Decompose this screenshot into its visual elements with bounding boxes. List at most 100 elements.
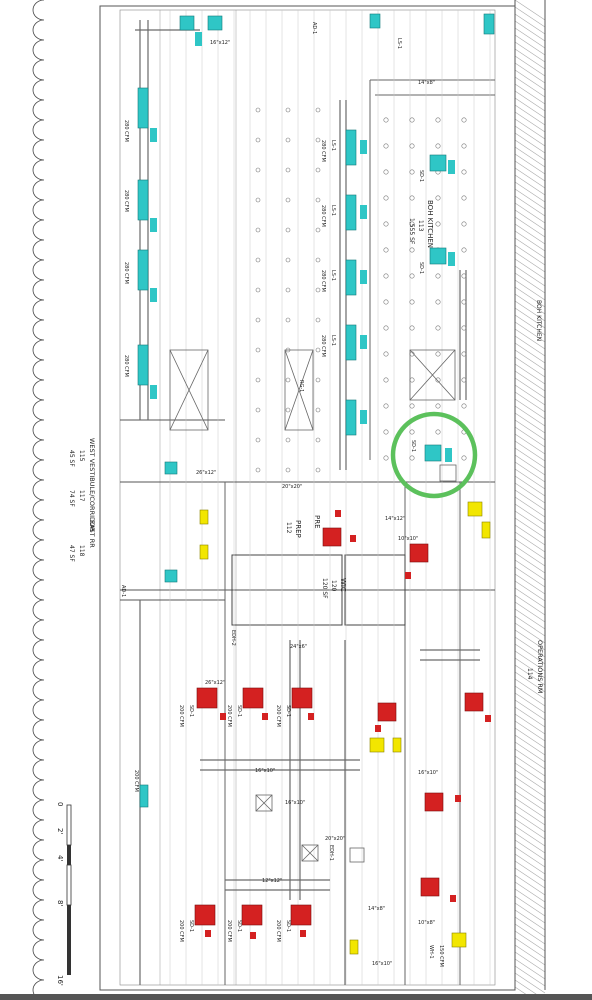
callout-ad1: AD-1 [311,22,317,34]
scale-label-0: 0 [56,802,64,806]
red-diffuser [196,687,218,709]
tag-sd1: SD-1 [236,705,242,717]
duct-size: 24"x6" [290,644,307,650]
scale-label-16: 16' [56,975,64,986]
tag-cfm: 280 CFM [123,355,129,377]
cyan-diffuser [179,15,195,31]
tag-cfm-200: 200 CFM [226,705,232,727]
tag-cfm-200: 200 CFM [226,920,232,942]
room-area-east-rr: 47 SF [68,545,75,562]
red-diffuser [194,904,216,926]
callout-ls1: LS-1 [396,38,402,49]
red-diffuser [290,904,312,926]
red-diffusers [194,527,484,926]
room-area-wic: 120 SF [321,578,328,599]
cyan-diffusers [137,13,495,808]
scale-label-4: 4' [56,855,64,861]
tag-cfm-200: 200 CFM [133,770,139,792]
tag-cfm: 280 CFM [320,335,326,357]
room-name-prep: PREP [294,520,302,538]
cyan-tags [150,32,455,462]
tag-cfm: 280 CFM [320,270,326,292]
duct-size: 14"x8" [368,906,385,912]
callout-wh: WH-1 [428,945,434,959]
room-name-operations: OPERATIONS RM [536,640,544,694]
tag-cfm-200: 200 CFM [178,920,184,942]
cyan-linear-diffuser [137,249,149,291]
cyan-square-diffuser [164,461,178,475]
duct-size: 12"x12" [262,878,282,884]
tag-ls1: LS-1 [330,270,336,281]
duct-size: 10"x8" [418,920,435,926]
red-tags [205,510,491,939]
yellow-tag [199,509,209,525]
room-number-east-rr: 118 [78,545,85,557]
cyan-square-diffuser [429,247,447,265]
red-diffuser [242,687,264,709]
yellow-tag [481,521,491,539]
tag-sd1: SD-1 [418,262,424,274]
tag-sd1: SD-1 [410,440,416,452]
room-area-corridor: 74 SF [68,490,75,507]
duct-size: 10"x10" [398,536,418,542]
red-diffuser [409,543,429,563]
yellow-exhaust [199,501,491,955]
room-name-pre: PRE [313,515,321,529]
building-outline [99,5,516,991]
yellow-exhaust-grille [369,737,385,753]
cyan-linear-diffuser [345,399,357,436]
room-area-vestibule: 45 SF [68,450,75,467]
tag-ls1: LS-1 [330,205,336,216]
room-name-wic: WIC [339,578,347,592]
highlight-circle [390,411,478,499]
tag-cfm: 280 CFM [320,205,326,227]
cyan-linear-diffuser [137,87,149,129]
tag-cfm: 280 CFM [123,190,129,212]
bottom-edge [0,994,592,1000]
tag-sd1: SD-1 [418,170,424,182]
red-diffuser [291,687,313,709]
cyan-diffuser [369,13,381,29]
tag-cfm: 280 CFM [123,262,129,284]
cyan-linear-diffuser [137,344,149,386]
yellow-tag [392,737,402,753]
tag-rg1: RG-1 [298,380,304,392]
duct-size: 20"x20" [282,484,302,490]
equipment-boxes [169,349,457,863]
cyan-linear-diffuser [345,194,357,231]
room-name-east-rr: EAST RR [88,520,96,548]
duct-size: 16"x10" [418,770,438,776]
red-diffuser [377,702,397,722]
room-number-prep: 112 [285,522,292,534]
cyan-linear-diffuser [139,784,149,808]
yellow-tag [199,544,209,560]
room-name-boh-kitchen-side: BOH KITCHEN [535,300,542,341]
exterior-wall-hatch [514,0,546,1000]
tag-sd1: SD-1 [236,920,242,932]
callout-ad1: AD-1 [120,585,126,597]
tag-sd1: SD-1 [285,705,291,717]
callout-edh2: EDH-2 [230,630,236,646]
callouts: AD-1 AD-1 LS-1 EDH-1 EDH-2 WH-1 [120,22,434,959]
tag-sd1: SD-1 [188,705,194,717]
yellow-exhaust-grille [467,501,483,517]
scale-label-2: 2' [56,828,64,834]
duct-size: 14"x12" [385,516,405,522]
tag-sd1: SD-1 [188,920,194,932]
duct-size: 16"x10" [285,800,305,806]
room-name-boh-kitchen: BOH KITCHEN [426,200,434,248]
room-area-boh-kitchen: 1,555 SF [408,218,415,245]
yellow-tag [349,939,359,955]
room-number-corridor: 117 [78,490,85,502]
duct-labels: LS-1 LS-1 LS-1 LS-1 280 CFM 280 CFM 280 … [123,40,444,967]
red-diffuser [464,692,484,712]
cyan-linear-diffuser [345,259,357,296]
cyan-square-diffuser [164,569,178,583]
tag-cfm: 280 CFM [320,140,326,162]
cyan-square-diffuser [429,154,447,172]
red-diffuser [241,904,263,926]
duct-runs [135,20,480,985]
duct-size: 16"x10" [255,768,275,774]
cyan-linear-diffuser [345,129,357,166]
